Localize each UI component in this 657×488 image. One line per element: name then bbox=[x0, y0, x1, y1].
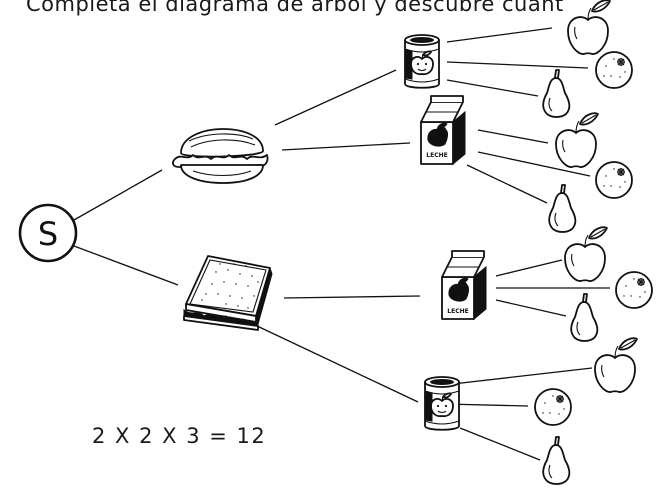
root-node: S bbox=[18, 203, 78, 263]
milk-carton-icon: LECHE bbox=[441, 250, 487, 320]
milk-carton-icon: LECHE bbox=[420, 95, 466, 165]
branch-lines bbox=[73, 27, 610, 461]
hamburger-icon bbox=[172, 128, 269, 184]
pear-icon bbox=[548, 184, 577, 233]
pear-icon bbox=[542, 69, 571, 118]
juice-can-icon bbox=[424, 376, 460, 431]
equation-text: 2 X 2 X 3 = 12 bbox=[92, 424, 267, 448]
orange-icon bbox=[595, 51, 633, 89]
apple-icon bbox=[564, 226, 608, 282]
juice-can-icon bbox=[404, 34, 440, 89]
apple-icon bbox=[567, 0, 611, 55]
orange-icon bbox=[534, 388, 572, 426]
root-label: S bbox=[38, 215, 58, 253]
page-title: Completa el diagrama de árbol y descubre… bbox=[26, 0, 564, 16]
orange-icon bbox=[595, 161, 633, 199]
apple-icon bbox=[555, 112, 599, 168]
apple-icon bbox=[594, 337, 638, 393]
pear-icon bbox=[570, 293, 599, 342]
pear-icon bbox=[542, 436, 571, 485]
orange-icon bbox=[615, 271, 653, 309]
milk-label: LECHE bbox=[426, 152, 447, 159]
milk-label: LECHE bbox=[447, 308, 468, 315]
sandwich-icon bbox=[183, 255, 273, 331]
